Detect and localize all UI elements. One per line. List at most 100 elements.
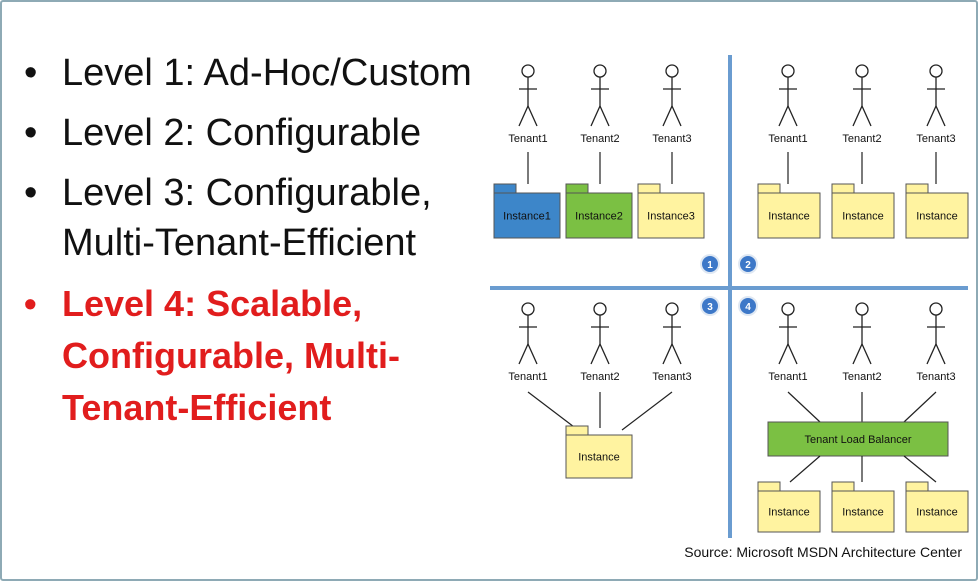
tenant-head <box>855 64 869 78</box>
tenant-leg <box>671 343 682 365</box>
tenant-leg <box>861 343 872 365</box>
quadrant-badge <box>700 296 720 316</box>
tenant-head <box>521 302 535 316</box>
tenant-leg <box>671 105 682 127</box>
tenant-leg <box>599 105 610 127</box>
load-balancer-label: Tenant Load Balancer <box>804 434 911 446</box>
tenant-head <box>665 302 679 316</box>
tenant-leg <box>662 105 673 127</box>
folder-tab <box>757 183 781 194</box>
bullet-text: Level 2: Configurable <box>62 112 422 154</box>
tenant-leg <box>778 105 789 127</box>
tenant-leg <box>935 343 946 365</box>
connector-line <box>787 391 821 423</box>
folder-body <box>757 490 821 533</box>
folder-tab <box>493 183 517 194</box>
tenant-label: Tenant3 <box>916 133 955 145</box>
instance-label: Instance <box>842 507 884 519</box>
tenant-leg <box>852 105 863 127</box>
tenant-leg <box>518 105 529 127</box>
tenant-label: Tenant3 <box>652 133 691 145</box>
folder-tab <box>565 183 589 194</box>
quadrant-badge-number: 2 <box>745 260 751 271</box>
bullet-dot: • <box>24 172 38 214</box>
tenant-head <box>593 64 607 78</box>
quadrant-badge-number: 1 <box>707 260 713 271</box>
instance-label: Instance <box>768 211 810 223</box>
bullet-item-level-2: •Level 2: Configurable <box>24 108 484 158</box>
folder-tab <box>905 183 929 194</box>
tenant-figure <box>926 302 946 365</box>
tenant-leg <box>662 343 673 365</box>
source-caption: Source: Microsoft MSDN Architecture Cent… <box>684 544 962 560</box>
bullet-item-level-1: • Level 1: Ad-Hoc/Custom <box>24 48 484 98</box>
folder-body <box>905 192 969 239</box>
instance-label: Instance2 <box>575 211 623 223</box>
instance-label: Instance <box>578 452 620 464</box>
tenant-leg <box>527 343 538 365</box>
tenant-head <box>781 64 795 78</box>
quadrant-badge-number: 3 <box>707 302 713 313</box>
folder-tab <box>637 183 661 194</box>
tenant-label: Tenant2 <box>580 371 619 383</box>
instance-label: Instance3 <box>647 211 695 223</box>
folder-tab <box>757 481 781 492</box>
tenant-head <box>521 64 535 78</box>
folder-body <box>637 192 705 239</box>
instance-label: Instance <box>916 507 958 519</box>
folder-body <box>757 192 821 239</box>
quadrant-badge <box>738 296 758 316</box>
folder-body <box>831 192 895 239</box>
tenant-head <box>855 302 869 316</box>
tenant-leg <box>527 105 538 127</box>
tenant-figure <box>518 302 538 365</box>
folder-tab <box>831 481 855 492</box>
folder-tab <box>831 183 855 194</box>
tenant-leg <box>778 343 789 365</box>
tenant-leg <box>861 105 872 127</box>
tenant-head <box>929 64 943 78</box>
bullet-text: Level 1: Ad-Hoc/Custom <box>62 52 472 94</box>
folder-body <box>565 192 633 239</box>
folder-body <box>565 434 633 479</box>
tenant-label: Tenant1 <box>768 371 807 383</box>
folder-body <box>905 490 969 533</box>
bullet-text: Level 3: Configurable, Multi-Tenant-Effi… <box>62 172 432 264</box>
tenant-leg <box>590 105 601 127</box>
tenant-figure <box>518 64 538 127</box>
tenant-figure <box>662 302 682 365</box>
quadrant-badge-number: 4 <box>745 302 751 313</box>
bullet-dot: • <box>24 283 37 324</box>
bullet-dot: • <box>24 52 38 94</box>
tenant-head <box>929 302 943 316</box>
tenant-leg <box>590 343 601 365</box>
tenant-label: Tenant2 <box>842 371 881 383</box>
tenant-figure <box>778 302 798 365</box>
tenant-figure <box>778 64 798 127</box>
bullet-item-level-4: •Level 4: Scalable, Configurable, Multi-… <box>24 278 484 434</box>
instance-label: Instance <box>916 211 958 223</box>
instance-label: Instance1 <box>503 211 551 223</box>
connector-line <box>527 391 579 431</box>
folder-tab <box>905 481 929 492</box>
quadrant-badge <box>738 254 758 274</box>
tenant-head <box>593 302 607 316</box>
tenant-label: Tenant3 <box>652 371 691 383</box>
bullet-list: •Level 1: Ad-Hoc/Custom •Level 2: Config… <box>24 48 484 444</box>
tenant-leg <box>926 105 937 127</box>
tenant-figure <box>590 302 610 365</box>
folder-tab <box>565 425 589 436</box>
connector-line <box>903 391 937 423</box>
quadrant-badge <box>700 254 720 274</box>
tenant-leg <box>935 105 946 127</box>
tenant-leg <box>852 343 863 365</box>
tenant-leg <box>518 343 529 365</box>
tenant-figure <box>590 64 610 127</box>
folder-body <box>831 490 895 533</box>
instance-label: Instance <box>842 211 884 223</box>
tenant-label: Tenant3 <box>916 371 955 383</box>
tenant-figure <box>926 64 946 127</box>
folder-body <box>493 192 561 239</box>
